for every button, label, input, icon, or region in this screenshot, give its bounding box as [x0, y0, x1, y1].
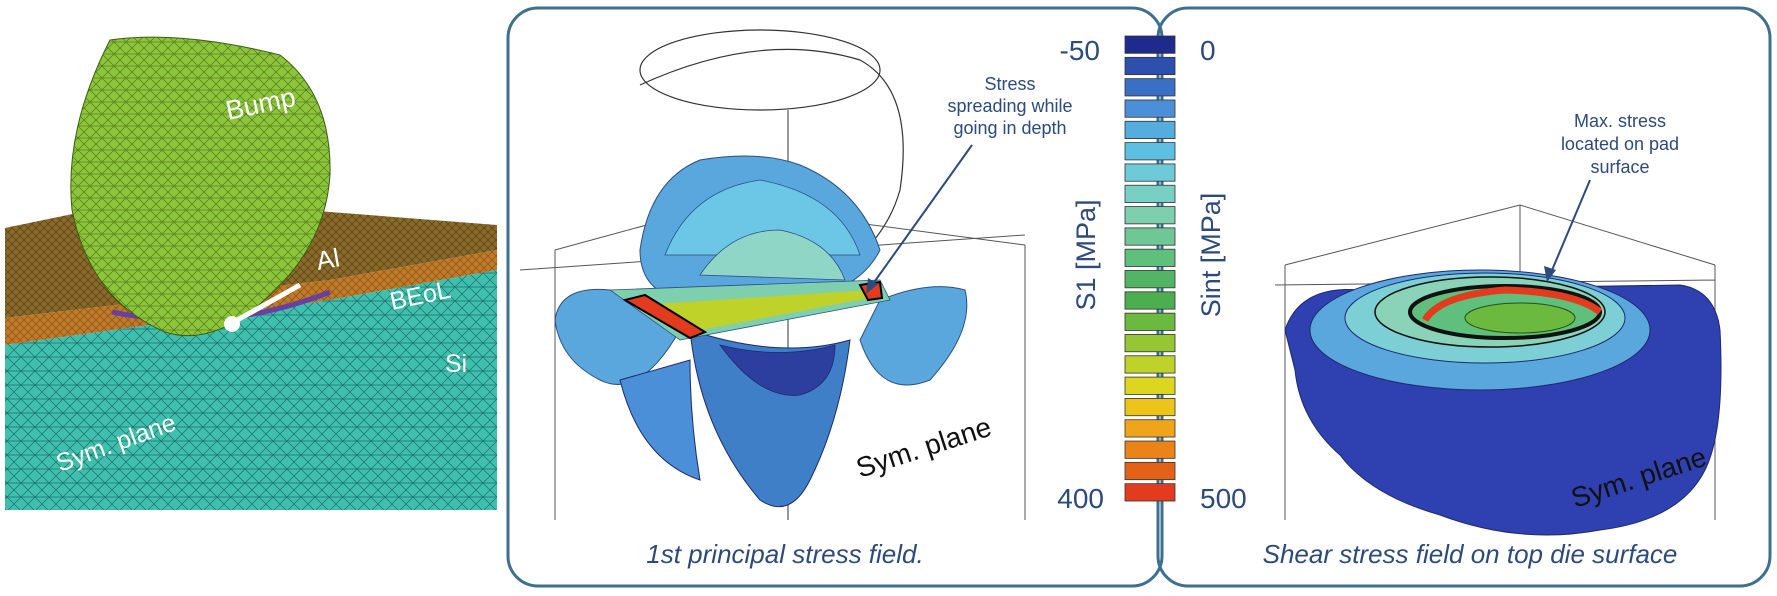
- sint-annotation-line3: surface: [1590, 157, 1649, 177]
- s1-annotation-arrowhead: [866, 278, 878, 294]
- s1-upper-lobe-core: [699, 229, 846, 281]
- s1-sym-plane-label: Sym. plane: [852, 411, 995, 484]
- colorbar-segment: [1124, 184, 1176, 203]
- s1-min-label: -50: [1060, 35, 1100, 66]
- colorbar-segment: [1124, 163, 1176, 182]
- colorbar-segment: [1124, 78, 1176, 97]
- sint-contour-core: [1464, 302, 1576, 334]
- si-label: Si: [445, 350, 467, 378]
- s1-max-label: 400: [1057, 483, 1104, 514]
- colorbar-segment: [1124, 355, 1176, 374]
- colorbar-segment: [1124, 35, 1176, 54]
- colorbar-segment: [1124, 99, 1176, 118]
- s1-axis-label: S1 [MPa]: [1071, 199, 1101, 310]
- sint-annotation-arrow: [1549, 179, 1591, 276]
- al-pointer-dot: [224, 316, 240, 332]
- colorbar-segment: [1124, 334, 1176, 353]
- colorbar-segment: [1124, 248, 1176, 267]
- s1-wireframe-top: [639, 29, 881, 111]
- mesh-model: Bump Al BEoL Si Sym. plane: [5, 36, 497, 510]
- colorbar-segment: [1124, 461, 1176, 481]
- colorbar-segment: [1124, 376, 1176, 395]
- s1-hotspot-left: [622, 293, 708, 340]
- si-body: [5, 270, 497, 510]
- colorbar-segment: [1124, 142, 1176, 161]
- sint-stress-field: Max. stress located on pad surface Sym. …: [1263, 111, 1722, 569]
- s1-bottom-lobe: [619, 359, 701, 481]
- colorbar-segment: [1124, 120, 1176, 139]
- s1-annotation-line3: going in depth: [953, 118, 1066, 138]
- s1-annotation-line2: spreading while: [947, 96, 1072, 116]
- al-label: Al: [314, 242, 342, 276]
- s1-interface-band: [640, 290, 875, 332]
- s1-stress-field: Stress spreading while going in depth Sy…: [519, 29, 1073, 569]
- s1-caption: 1st principal stress field.: [646, 539, 923, 569]
- colorbar-segment: [1124, 227, 1176, 246]
- colorbar-segment: [1124, 419, 1176, 438]
- colorbar: [1124, 35, 1176, 502]
- s1-upper-lobe-inner: [664, 179, 861, 256]
- sint-caption: Shear stress field on top die surface: [1263, 539, 1678, 569]
- colorbar-segment: [1124, 56, 1176, 76]
- colorbar-segment: [1124, 291, 1176, 310]
- s1-right-lobe: [859, 286, 968, 386]
- sint-min-label: 0: [1200, 35, 1216, 66]
- s1-annotation-arrow: [869, 144, 973, 289]
- sint-annotation-arrowhead: [1544, 266, 1556, 282]
- colorbar-segment: [1124, 398, 1176, 417]
- colorbar-segment: [1124, 206, 1176, 225]
- sint-max-ring: [1422, 286, 1603, 323]
- colorbar-segment: [1124, 270, 1176, 289]
- colorbar-segment: [1124, 440, 1176, 459]
- s1-wireframe-box: [519, 204, 1026, 520]
- sint-annotation-line2: located on pad: [1561, 134, 1679, 154]
- colorbar-segment: [1124, 483, 1176, 502]
- al-pointer-line: [230, 282, 302, 326]
- s1-annotation-line1: Stress: [984, 74, 1035, 94]
- s1-lower-core: [719, 344, 836, 396]
- sint-max-label: 500: [1200, 483, 1247, 514]
- sint-annotation-line1: Max. stress: [1574, 111, 1666, 131]
- colorbar-segment: [1124, 312, 1176, 331]
- sint-axis-label: Sint [MPa]: [1196, 193, 1226, 318]
